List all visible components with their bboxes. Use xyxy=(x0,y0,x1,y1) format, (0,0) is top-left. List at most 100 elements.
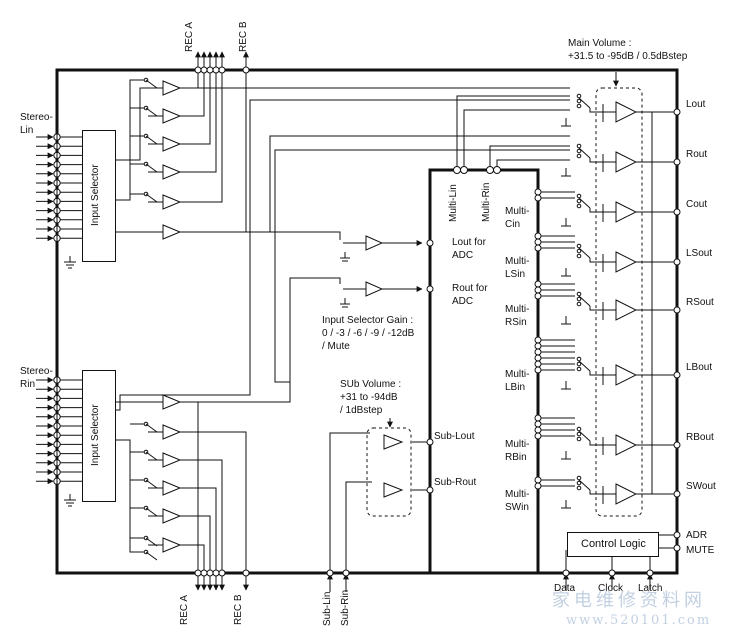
selector-contact xyxy=(576,475,582,481)
pin-circle xyxy=(608,569,616,577)
volume-amp xyxy=(615,299,638,321)
multi-pin-circle xyxy=(534,342,542,350)
lbout-label: LBout xyxy=(686,362,713,373)
stereo-lin-label-2: Lin xyxy=(20,125,34,136)
multi-pin-circle xyxy=(534,188,542,196)
multi-pin-circle xyxy=(534,292,542,300)
rec-pin-circle xyxy=(242,569,250,577)
selector-contact xyxy=(576,426,582,432)
multi-rsin-label-2: RSin xyxy=(505,317,527,328)
rec-b-top-label: REC B xyxy=(238,21,249,52)
control-logic-label: Control Logic xyxy=(581,538,646,550)
pin-circle xyxy=(562,569,570,577)
swout-label: SWout xyxy=(686,481,716,492)
volume-amp xyxy=(615,101,638,123)
rec-a-bottom-label: REC A xyxy=(179,594,190,625)
watermark-chinese: 家电维修资料网 xyxy=(552,590,706,611)
multi-pin-circle xyxy=(534,476,542,484)
multi-pin-circle xyxy=(534,238,542,246)
multi-pin-circle xyxy=(534,420,542,428)
multi-rbin-label-2: RBin xyxy=(505,452,527,463)
buffer-amp xyxy=(162,424,182,440)
pin-circle xyxy=(326,569,334,577)
selector-contact xyxy=(576,198,582,204)
output-pin-circle xyxy=(673,441,681,449)
rec-pin-circle xyxy=(200,66,208,74)
multi-cin-label-2: Cin xyxy=(505,219,521,230)
rout-adc-line1: Rout for xyxy=(452,283,488,294)
rec-a-top-label: REC A xyxy=(184,21,195,52)
pin-circle xyxy=(342,569,350,577)
buffer-amp xyxy=(383,482,404,498)
rec-b-bottom-label: REC B xyxy=(233,594,244,625)
input-selector-upper-label: Input Selector xyxy=(90,164,101,226)
buffer-amp xyxy=(162,108,182,124)
input-gain-line1: Input Selector Gain : xyxy=(322,315,414,326)
selector-contact xyxy=(576,356,582,362)
buffer-amp xyxy=(162,194,182,210)
mute-label: MUTE xyxy=(686,545,715,556)
main-volume-range: +31.5 to -95dB / 0.5dBstep xyxy=(568,51,688,62)
buffer-amp xyxy=(162,508,182,524)
volume-amp xyxy=(615,151,638,173)
input-gain-line3: / Mute xyxy=(322,341,350,352)
multi-pin-circle xyxy=(534,354,542,362)
watermark-url: www.520101.com xyxy=(566,613,712,628)
selector-contact xyxy=(576,243,582,249)
control-logic-block xyxy=(567,532,659,557)
input-selector-lower-label: Input Selector xyxy=(90,404,101,466)
sub-rout-label: Sub-Rout xyxy=(434,477,477,488)
sub-volume-line3: / 1dBstep xyxy=(340,405,383,416)
sub-volume-line2: +31 to -94dB xyxy=(340,392,398,403)
stereo-rin-label-1: Stereo- xyxy=(20,366,53,377)
sub-rin-label: Sub-Rin xyxy=(340,589,351,626)
sub-volume-group xyxy=(366,427,412,517)
multi-lin-label: Multi-Lin xyxy=(448,184,459,222)
rec-pin-circle xyxy=(212,66,220,74)
buffer-amp xyxy=(162,480,182,496)
selector-contact xyxy=(576,153,582,159)
stereo-lin-label-1: Stereo- xyxy=(20,112,53,123)
volume-amp xyxy=(615,364,638,386)
input-selector-upper xyxy=(82,130,116,262)
output-pin-circle xyxy=(673,208,681,216)
output-pin-circle xyxy=(673,258,681,266)
output-pin-circle xyxy=(673,490,681,498)
rec-pin-circle xyxy=(218,569,226,577)
selector-contact xyxy=(576,485,582,491)
buffer-amp xyxy=(383,434,404,450)
multi-pin-circle xyxy=(534,280,542,288)
rec-pin-circle xyxy=(242,66,250,74)
multi-lbin-label-1: Multi- xyxy=(505,369,530,380)
rec-pin-circle xyxy=(200,569,208,577)
buffer-amp xyxy=(162,537,182,553)
selector-contact xyxy=(576,248,582,254)
selector-contact xyxy=(576,431,582,437)
multi-pin-circle xyxy=(534,194,542,202)
output-pin-circle xyxy=(673,544,681,552)
selector-contact xyxy=(576,193,582,199)
multi-pin-circle xyxy=(534,244,542,252)
selector-contact xyxy=(576,291,582,297)
sub-lout-label: Sub-Lout xyxy=(434,431,475,442)
multi-swin-label-2: SWin xyxy=(505,502,529,513)
rbout-label: RBout xyxy=(686,432,714,443)
buffer-amp xyxy=(162,80,182,96)
pin-circle xyxy=(646,569,654,577)
output-pin-circle xyxy=(673,108,681,116)
selector-contact xyxy=(576,103,582,109)
buffer-amp xyxy=(162,452,182,468)
multi-pin-circle xyxy=(534,482,542,490)
selector-contact xyxy=(576,436,582,442)
buffer-amp xyxy=(162,394,182,410)
volume-amp xyxy=(615,434,638,456)
lout-adc-line1: Lout for xyxy=(452,237,486,248)
adc-pin-circle xyxy=(426,239,434,247)
data-pin-label: Data xyxy=(554,583,576,594)
selector-contact xyxy=(576,148,582,154)
lsout-label: LSout xyxy=(686,248,713,259)
main-volume-title: Main Volume : xyxy=(568,38,632,49)
multi-swin-label-1: Multi- xyxy=(505,489,530,500)
rec-pin-circle xyxy=(212,569,220,577)
